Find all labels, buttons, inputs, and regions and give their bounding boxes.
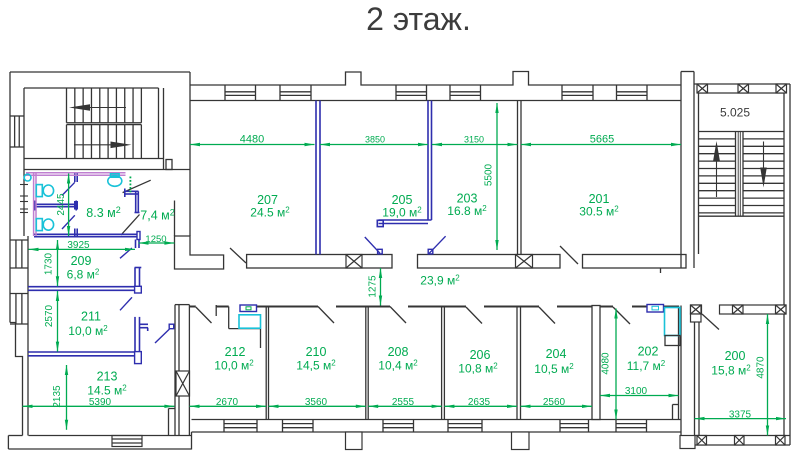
svg-text:14.5 м2: 14.5 м2 bbox=[87, 384, 127, 398]
svg-text:16.8 м2: 16.8 м2 bbox=[447, 204, 487, 218]
svg-text:2670: 2670 bbox=[216, 397, 239, 408]
svg-text:205: 205 bbox=[392, 193, 413, 207]
svg-text:11,7 м2: 11,7 м2 bbox=[627, 359, 666, 373]
svg-text:10,0 м2: 10,0 м2 bbox=[214, 359, 254, 373]
svg-text:23,9 м2: 23,9 м2 bbox=[420, 274, 460, 288]
svg-text:2445: 2445 bbox=[56, 193, 67, 216]
svg-text:10,8 м2: 10,8 м2 bbox=[458, 362, 498, 376]
svg-text:211: 211 bbox=[81, 310, 101, 324]
svg-text:2570: 2570 bbox=[44, 304, 55, 327]
svg-text:3100: 3100 bbox=[625, 386, 648, 397]
svg-text:10,4 м2: 10,4 м2 bbox=[378, 359, 418, 373]
svg-text:4480: 4480 bbox=[240, 134, 264, 146]
svg-text:3925: 3925 bbox=[67, 240, 90, 251]
svg-text:2635: 2635 bbox=[468, 397, 491, 408]
svg-text:3560: 3560 bbox=[305, 397, 328, 408]
svg-text:200: 200 bbox=[725, 349, 746, 363]
svg-text:2 этаж.: 2 этаж. bbox=[366, 1, 471, 37]
svg-text:208: 208 bbox=[388, 345, 409, 359]
svg-text:2560: 2560 bbox=[543, 397, 566, 408]
svg-text:8.3 м2: 8.3 м2 bbox=[86, 205, 120, 220]
svg-text:10,5 м2: 10,5 м2 bbox=[534, 362, 574, 376]
svg-text:204: 204 bbox=[546, 347, 567, 361]
svg-text:5665: 5665 bbox=[590, 134, 614, 146]
svg-text:5390: 5390 bbox=[89, 397, 112, 408]
svg-text:14,5 м2: 14,5 м2 bbox=[296, 359, 336, 373]
svg-text:210: 210 bbox=[306, 345, 327, 359]
svg-text:30.5 м2: 30.5 м2 bbox=[579, 205, 619, 219]
svg-text:209: 209 bbox=[71, 254, 92, 268]
svg-text:5500: 5500 bbox=[484, 163, 495, 186]
svg-text:4870: 4870 bbox=[756, 356, 767, 379]
svg-text:3150: 3150 bbox=[464, 135, 484, 145]
svg-text:19,0 м2: 19,0 м2 bbox=[382, 206, 422, 220]
svg-text:5.025: 5.025 bbox=[720, 106, 750, 120]
svg-text:10,0 м2: 10,0 м2 bbox=[68, 324, 108, 338]
svg-text:7,4 м2: 7,4 м2 bbox=[140, 208, 174, 223]
svg-text:2135: 2135 bbox=[52, 385, 63, 408]
svg-text:15,8 м2: 15,8 м2 bbox=[711, 364, 751, 378]
svg-text:3850: 3850 bbox=[365, 135, 385, 145]
svg-text:206: 206 bbox=[470, 348, 491, 362]
svg-text:1250: 1250 bbox=[145, 234, 166, 245]
svg-text:213: 213 bbox=[97, 370, 118, 384]
svg-text:6,8 м2: 6,8 м2 bbox=[67, 268, 100, 282]
svg-text:212: 212 bbox=[225, 345, 246, 359]
svg-text:4080: 4080 bbox=[601, 352, 612, 375]
svg-text:24.5 м2: 24.5 м2 bbox=[250, 206, 290, 220]
svg-text:1730: 1730 bbox=[44, 252, 55, 275]
svg-text:202: 202 bbox=[638, 345, 659, 359]
svg-text:203: 203 bbox=[457, 192, 478, 206]
svg-text:2555: 2555 bbox=[392, 397, 415, 408]
svg-text:1275: 1275 bbox=[368, 275, 379, 298]
svg-text:201: 201 bbox=[589, 192, 610, 206]
svg-text:3375: 3375 bbox=[729, 409, 752, 420]
svg-text:207: 207 bbox=[257, 193, 278, 207]
